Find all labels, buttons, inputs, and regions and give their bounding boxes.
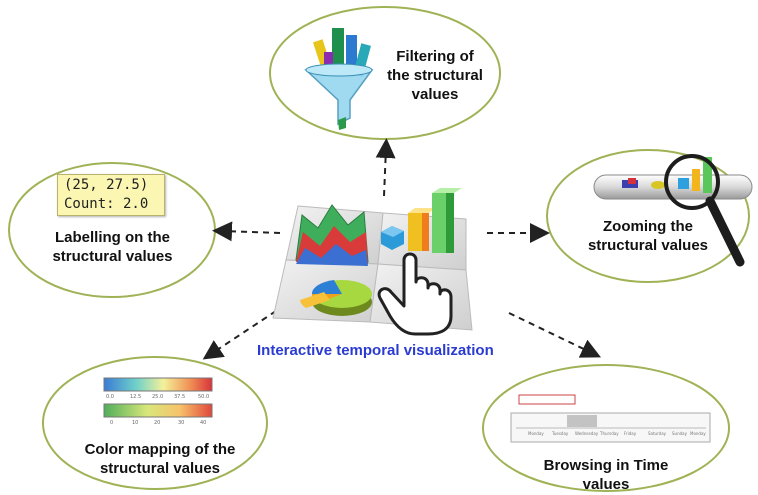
color-mapping-label: Color mapping of the structural values <box>65 440 255 478</box>
svg-text:0.0: 0.0 <box>106 394 114 400</box>
arrow-to-filtering <box>375 138 396 197</box>
browsing-label: Browsing in Time values <box>526 456 686 494</box>
svg-text:12.5: 12.5 <box>130 394 141 400</box>
svg-text:Tuesday: Tuesday <box>551 431 569 436</box>
tooltip-coords: (25, 27.5) <box>64 177 149 193</box>
bar-chart-icon <box>381 188 462 253</box>
svg-text:Saturday: Saturday <box>648 431 667 436</box>
filtering-line2: the structural <box>387 67 483 84</box>
filtering-line1: Filtering of <box>396 48 474 65</box>
arrow-to-browsing <box>508 312 602 358</box>
browsing-line1: Browsing in Time <box>543 457 669 474</box>
svg-text:10: 10 <box>132 420 138 426</box>
magnifier-icon <box>664 154 745 267</box>
filtering-label: Filtering of the structural values <box>370 47 500 104</box>
hand-pointer-icon <box>377 252 453 336</box>
labelling-line2: structural values <box>52 248 173 265</box>
area-chart-icon <box>295 204 369 266</box>
svg-text:25.0: 25.0 <box>152 394 163 400</box>
browsing-line2: values <box>582 476 630 493</box>
zooming-line2: structural values <box>587 237 709 254</box>
timeline-icon: Monday Tuesday Wednesday Thursday Friday Sat… <box>510 394 711 443</box>
svg-text:50.0: 50.0 <box>198 394 209 400</box>
zooming-line1: Zooming the <box>603 218 693 235</box>
svg-text:Wednesday: Wednesday <box>575 431 599 436</box>
arrow-to-color-mapping <box>202 310 277 360</box>
arrow-to-labelling <box>212 221 281 242</box>
svg-text:Thursday: Thursday <box>599 431 619 436</box>
svg-text:Monday: Monday <box>528 431 544 436</box>
color-mapping-line2: structural values <box>99 460 221 477</box>
svg-text:Sunday: Sunday <box>672 431 688 436</box>
svg-text:37.5: 37.5 <box>174 394 185 400</box>
svg-text:40: 40 <box>200 420 206 426</box>
svg-text:Monday: Monday <box>690 431 706 436</box>
zooming-label: Zooming the structural values <box>568 217 728 255</box>
filtering-line3: values <box>411 86 459 103</box>
funnel-icon <box>304 28 374 130</box>
labelling-label: Labelling on the structural values <box>25 228 200 266</box>
tooltip-count: Count: 2.0 <box>64 196 149 212</box>
svg-text:30: 30 <box>178 420 184 426</box>
svg-text:Friday: Friday <box>624 431 637 436</box>
zoom-bar-icon <box>593 157 753 200</box>
svg-text:0: 0 <box>110 420 113 426</box>
color-mapping-line1: Color mapping of the <box>84 441 236 458</box>
color-scale-icon: 0.0 12.5 25.0 37.5 50.0 0 10 20 30 40 <box>103 377 213 426</box>
labelling-line1: Labelling on the <box>55 229 170 246</box>
hover-tooltip: (25, 27.5) Count: 2.0 <box>57 174 165 216</box>
center-title: Interactive temporal visualization <box>257 342 494 359</box>
pie-chart-icon <box>300 280 372 316</box>
svg-text:20: 20 <box>154 420 160 426</box>
